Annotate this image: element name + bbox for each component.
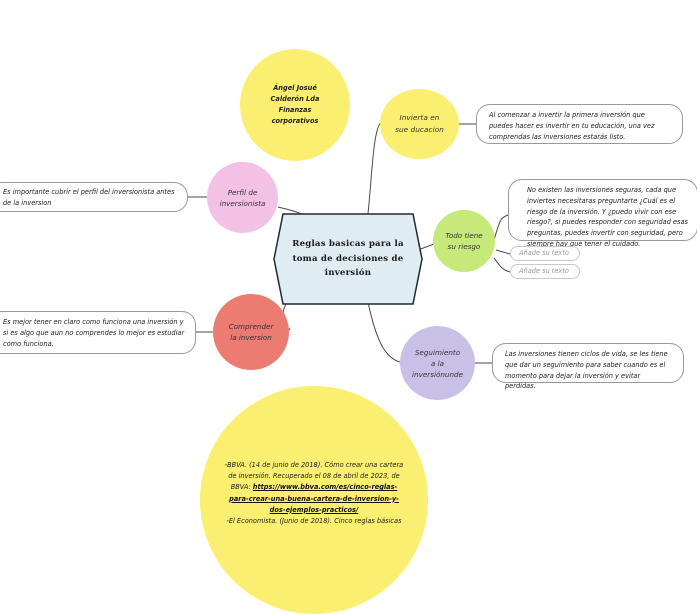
author-node[interactable]: Ángel Josué Calderón Lda Finanzas corpor…: [240, 49, 350, 161]
note-followup[interactable]: Las inversiones tienen ciclos de vida, s…: [492, 343, 684, 390]
note-risk[interactable]: No existen las inversiones seguras, cada…: [508, 179, 697, 248]
branch-education-label: Invierta en sue ducacion: [395, 113, 444, 134]
note-profile[interactable]: Es importante cubrir el perfil del inver…: [0, 182, 188, 212]
branch-risk[interactable]: Todo tiene su riesgo: [433, 210, 495, 272]
note-understand[interactable]: Es mejor tener en claro como funciona un…: [0, 311, 196, 354]
branch-followup[interactable]: Seguimiento a la inversiónunde: [400, 326, 475, 400]
connector-risk-note: [493, 214, 509, 241]
placeholder-risk-1[interactable]: Añade su texto: [510, 246, 580, 261]
branch-followup-label: Seguimiento a la inversiónunde: [412, 347, 463, 379]
branch-education[interactable]: Invierta en sue ducacion: [380, 89, 459, 159]
note-education[interactable]: Al comenzar a invertir la primera invers…: [476, 104, 683, 144]
note-education-text: Al comenzar a invertir la primera invers…: [489, 111, 655, 141]
note-risk-text: No existen las inversiones seguras, cada…: [527, 186, 688, 248]
central-topic[interactable]: Reglas basicas para la toma de decisione…: [283, 225, 413, 293]
connector-risk-ph1: [495, 249, 511, 255]
references-node[interactable]: -BBVA. (14 de junio de 2018). Cómo crear…: [200, 386, 428, 614]
author-text: Ángel Josué Calderón Lda Finanzas corpor…: [270, 84, 320, 125]
note-followup-text: Las inversiones tienen ciclos de vida, s…: [505, 350, 668, 391]
references-line-2: -El Economista. (Junio de 2018). Cinco r…: [226, 517, 402, 526]
references-link[interactable]: https://www.bbva.com/es/cinco-reglas-par…: [229, 483, 399, 514]
note-profile-text: Es importante cubrir el perfil del inver…: [3, 188, 175, 207]
connector-risk-ph2: [493, 257, 511, 273]
central-topic-title: Reglas basicas para la toma de decisione…: [292, 239, 404, 279]
branch-profile-label: Perfil de inversionista: [219, 187, 266, 208]
placeholder-risk-2-text: Añade su texto: [519, 267, 569, 275]
mind-map-canvas: Reglas basicas para la toma de decisione…: [0, 49, 697, 614]
connector-followup: [367, 301, 401, 363]
branch-profile[interactable]: Perfil de inversionista: [207, 162, 278, 233]
branch-understand-label: Comprender la inversion: [228, 322, 274, 342]
branch-understand[interactable]: Comprender la inversion: [213, 294, 289, 370]
placeholder-risk-1-text: Añade su texto: [519, 249, 569, 257]
note-understand-text: Es mejor tener en claro como funciona un…: [3, 318, 185, 348]
branch-risk-label: Todo tiene su riesgo: [445, 231, 483, 251]
central-node-shape: [273, 213, 423, 305]
references-text: -BBVA. (14 de junio de 2018). Cómo crear…: [224, 460, 404, 527]
placeholder-risk-2[interactable]: Añade su texto: [510, 264, 580, 279]
references-line-1: -BBVA. (14 de junio de 2018). Cómo crear…: [224, 461, 404, 492]
